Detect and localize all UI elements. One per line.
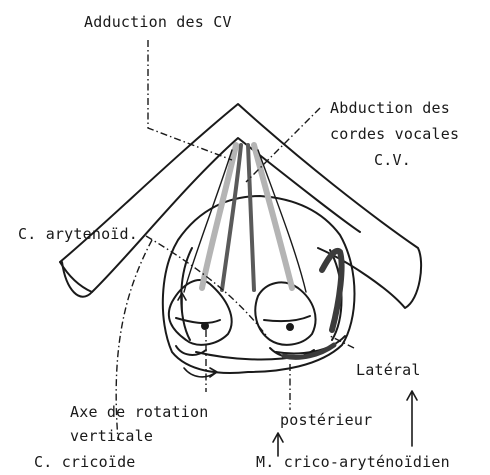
leader-adduction — [148, 40, 232, 160]
label-lateral: Latéral — [356, 362, 421, 379]
cricoid-cartilage — [163, 196, 355, 373]
thyroid-cartilage-inner — [62, 138, 360, 297]
label-posterieur: postérieur — [280, 412, 372, 429]
label-abduction-line1: Abduction des — [330, 100, 450, 117]
label-axe-line2: verticale — [70, 428, 153, 445]
label-abduction-line2: cordes vocales — [330, 126, 459, 143]
label-axe-line1: Axe de rotation — [70, 404, 208, 421]
vocal-cords — [184, 145, 306, 292]
label-cricoide: C. cricoïde — [34, 454, 136, 471]
label-abduction-line3: C.V. — [374, 152, 411, 169]
label-arytenoid: C. arytenoïd. — [18, 226, 138, 243]
label-muscle: M. crico-aryténoïdien — [256, 454, 450, 471]
label-adduction: Adduction des CV — [84, 14, 232, 31]
